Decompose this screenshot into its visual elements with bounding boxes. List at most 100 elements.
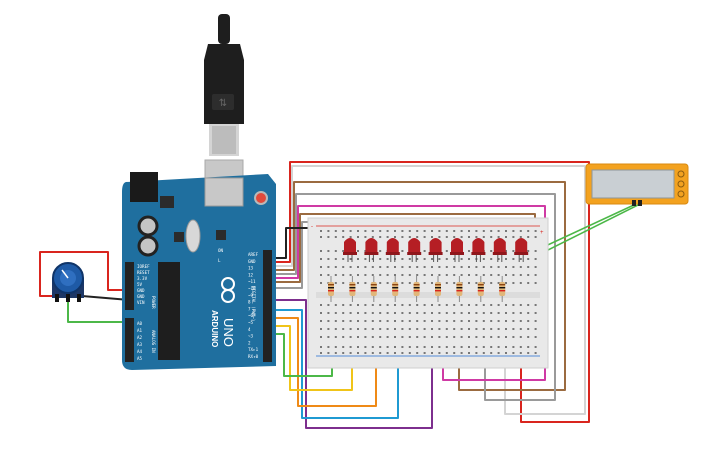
led-icon[interactable]: [471, 238, 486, 262]
resistor-icon[interactable]: [456, 276, 463, 302]
hole: [505, 266, 507, 268]
hole: [445, 282, 448, 284]
wire-brown-1[interactable]: [275, 181, 566, 391]
hole: [357, 282, 359, 284]
hole: [423, 282, 426, 284]
hole: [527, 282, 530, 284]
led-icon[interactable]: [385, 238, 400, 262]
resistor-icon[interactable]: [370, 276, 377, 302]
digital-pin-label: ~6: [248, 313, 254, 318]
hole: [357, 258, 359, 260]
hole: [320, 282, 322, 284]
digital-pin-label: ~9: [248, 293, 254, 298]
hole: [379, 336, 382, 338]
hole: [534, 282, 537, 284]
hole: [379, 274, 382, 276]
led-icon[interactable]: [450, 238, 464, 262]
led-icon[interactable]: [514, 238, 529, 262]
wire-black-gnd[interactable]: [275, 227, 319, 259]
hole: [334, 250, 337, 252]
hole: [394, 328, 396, 330]
led-icon[interactable]: [343, 238, 357, 262]
hole: [394, 266, 396, 268]
hole: [519, 328, 522, 330]
hole: [497, 304, 500, 306]
breadboard[interactable]: - +: [307, 217, 549, 369]
wire-blue[interactable]: [267, 309, 399, 419]
digital-pin-label: AREF: [248, 252, 259, 257]
hole: [386, 236, 389, 238]
resistor-icon[interactable]: [328, 276, 334, 302]
power-group-label: POWER: [151, 296, 156, 309]
led-icon[interactable]: [428, 238, 443, 262]
hole: [482, 304, 485, 306]
hole: [490, 274, 493, 276]
led-icon[interactable]: [407, 238, 422, 262]
wire-light-gray[interactable]: [275, 165, 586, 415]
digital-pin-label: TX▸1: [248, 347, 259, 352]
arduino-board[interactable]: IOREF RESET 3.3V 5V GND GND VIN POWER A0…: [122, 172, 276, 370]
hole: [401, 328, 404, 330]
wire-green-pot[interactable]: [67, 299, 131, 323]
hole: [482, 328, 485, 330]
hole: [364, 266, 367, 268]
hole: [512, 230, 515, 232]
hole: [497, 236, 500, 238]
digital-pin-label: 13: [248, 266, 254, 271]
hole: [401, 352, 404, 354]
resistor-icon[interactable]: [499, 276, 506, 302]
hole: [342, 266, 345, 268]
hole: [401, 320, 404, 322]
resistor-icon[interactable]: [413, 276, 420, 302]
hole: [357, 230, 359, 232]
reset-button-icon[interactable]: [254, 191, 268, 205]
hole: [490, 230, 493, 232]
hole: [497, 346, 500, 348]
analog-group-label: ANALOG IN: [151, 330, 156, 353]
hole: [364, 282, 367, 284]
pin-gnd-2: GND: [137, 294, 145, 299]
hole: [505, 258, 507, 260]
wire-gray-1[interactable]: [275, 193, 556, 401]
hole: [490, 320, 493, 322]
potentiometer-icon[interactable]: [52, 262, 84, 302]
hole: [512, 282, 515, 284]
wire-magenta[interactable]: [275, 205, 546, 381]
resistor-icon[interactable]: [392, 276, 399, 302]
led-icon[interactable]: [364, 238, 379, 262]
resistor-icon[interactable]: [349, 276, 356, 302]
hole: [342, 320, 345, 322]
wire-red-outer[interactable]: [275, 161, 590, 423]
led-icon[interactable]: [492, 238, 507, 262]
hole: [438, 304, 441, 306]
hole: [519, 304, 522, 306]
hole: [371, 274, 374, 276]
hole: [475, 230, 478, 232]
wire-red-pot[interactable]: [39, 251, 131, 297]
resistor-icon[interactable]: [477, 276, 484, 302]
hole: [460, 274, 463, 276]
hole: [364, 336, 367, 338]
hole: [342, 282, 345, 284]
resistor-icon[interactable]: [435, 276, 441, 302]
hole: [423, 336, 426, 338]
hole: [527, 258, 530, 260]
hole: [327, 230, 330, 232]
hole: [475, 312, 478, 314]
hole: [519, 236, 522, 238]
hole: [460, 236, 463, 238]
hole: [527, 266, 530, 268]
hole: [512, 250, 515, 252]
hole: [468, 346, 470, 348]
hole: [423, 328, 426, 330]
hole: [453, 274, 456, 276]
hole: [453, 282, 456, 284]
wire-orange[interactable]: [267, 317, 377, 407]
wire-yellow[interactable]: [267, 325, 353, 391]
hole: [386, 336, 389, 338]
hole: [460, 304, 463, 306]
hole: [534, 320, 537, 322]
hole: [394, 304, 396, 306]
lcd-display-icon[interactable]: [585, 163, 689, 206]
